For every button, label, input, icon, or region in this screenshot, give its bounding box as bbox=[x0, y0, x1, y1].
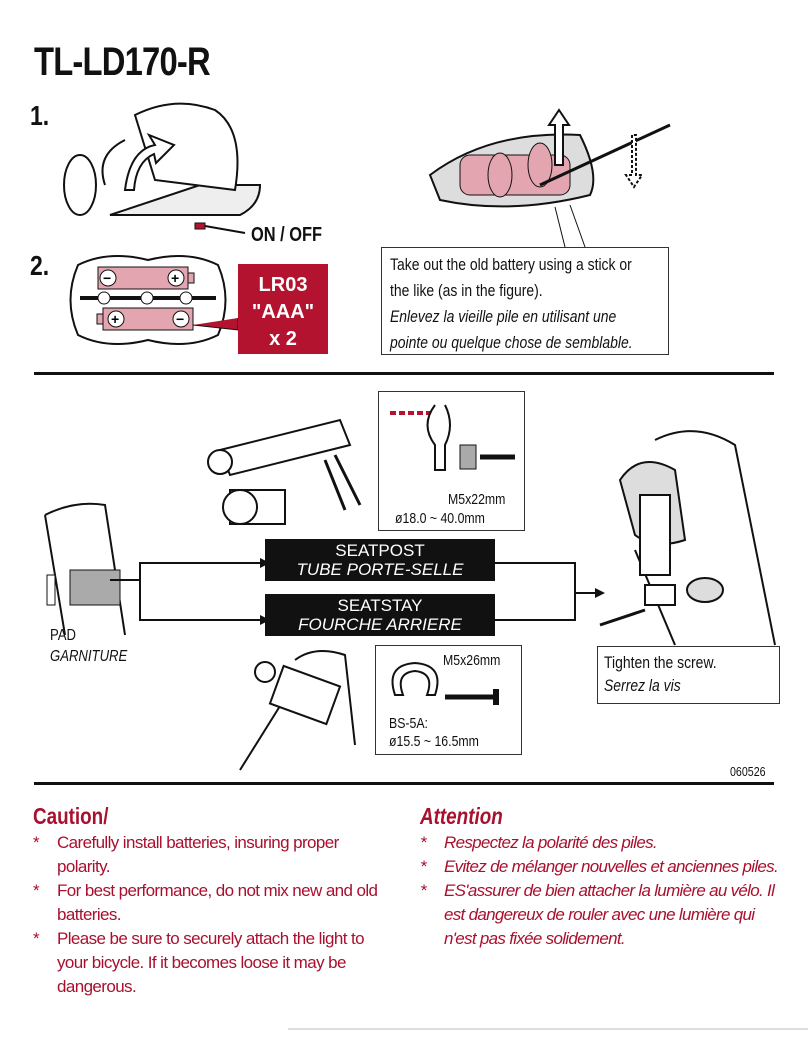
attention-item: Evitez de mélanger nouvelles et ancienne… bbox=[420, 855, 780, 879]
tighten-note-fr: Serrez la vis bbox=[604, 676, 681, 695]
removal-note-en: the like (as in the figure). bbox=[390, 281, 543, 300]
seatpost-label-fr: TUBE PORTE-SELLE bbox=[296, 560, 464, 579]
caution-item: Please be sure to securely attach the li… bbox=[33, 927, 388, 999]
removal-note-en: Take out the old battery using a stick o… bbox=[390, 255, 632, 274]
divider bbox=[34, 372, 774, 375]
caution-list: Carefully install batteries, insuring pr… bbox=[33, 831, 388, 999]
page-edge bbox=[288, 1028, 808, 1030]
bs-clamp-illustration bbox=[391, 661, 499, 705]
bs-detail-box bbox=[375, 645, 522, 755]
caution-section: Caution/ Carefully install batteries, in… bbox=[33, 803, 378, 999]
battery-removal-illustration bbox=[428, 108, 671, 248]
seatpost-option: SEATPOST TUBE PORTE-SELLE bbox=[265, 539, 495, 581]
battery-type-line: LR03 bbox=[258, 274, 308, 296]
divider bbox=[34, 782, 774, 785]
flow-arrows bbox=[110, 558, 605, 625]
pad-label-fr: GARNITURE bbox=[50, 648, 128, 665]
bs-diameter-range: ø15.5 ~ 16.5mm bbox=[389, 733, 479, 750]
document-code: 060526 bbox=[730, 764, 766, 779]
clamp-screw-size: M5x22mm bbox=[448, 491, 506, 508]
tighten-note-box: Tighten the screw. Serrez la vis bbox=[597, 646, 780, 704]
clamp-detail-box bbox=[378, 391, 525, 531]
seatpost-label-en: SEATPOST bbox=[335, 541, 425, 560]
seatstay-label-fr: FOURCHE ARRIERE bbox=[298, 615, 462, 634]
tighten-note-en: Tighten the screw. bbox=[604, 653, 717, 672]
attention-heading: Attention bbox=[420, 803, 503, 829]
svg-text:−: − bbox=[176, 311, 184, 327]
caution-item: For best performance, do not mix new and… bbox=[33, 879, 388, 927]
step-2-number: 2. bbox=[30, 250, 50, 281]
light-open-illustration bbox=[63, 102, 262, 234]
attention-item: ES'assurer de bien attacher la lumière a… bbox=[420, 879, 780, 951]
seatpost-clamp-illustration bbox=[207, 418, 362, 525]
clamp-screw-illustration bbox=[390, 404, 515, 471]
battery-type-badge: LR03 "AAA" x 2 bbox=[238, 264, 328, 354]
page-title: TL-LD170-R bbox=[34, 40, 211, 84]
caution-heading: Caution/ bbox=[33, 803, 109, 829]
removal-note-fr: Enlevez la vieille pile en utilisant une bbox=[390, 307, 617, 326]
clamp-diameter-range: ø18.0 ~ 40.0mm bbox=[395, 510, 485, 527]
on-off-label: ON / OFF bbox=[251, 224, 323, 246]
battery-type-line: x 2 bbox=[269, 328, 297, 350]
attention-section: Attention Respectez la polarité des pile… bbox=[420, 803, 780, 951]
step-1-number: 1. bbox=[30, 100, 50, 131]
caution-item: Carefully install batteries, insuring pr… bbox=[33, 831, 388, 879]
removal-note-fr: pointe ou quelque chose de semblable. bbox=[390, 333, 633, 352]
svg-text:−: − bbox=[103, 270, 111, 286]
removal-note-box: Take out the old battery using a stick o… bbox=[381, 247, 669, 355]
seatstay-option: SEATSTAY FOURCHE ARRIERE bbox=[265, 594, 495, 636]
bs-model: BS-5A: bbox=[389, 715, 428, 732]
battery-compartment-illustration: − + + − bbox=[69, 255, 239, 345]
pad-label-en: PAD bbox=[50, 627, 77, 644]
light-mount-illustration bbox=[599, 430, 776, 646]
battery-type-line: "AAA" bbox=[251, 301, 315, 323]
pad-illustration bbox=[44, 502, 126, 636]
seatstay-clamp-illustration bbox=[239, 650, 356, 771]
bs-screw-size: M5x26mm bbox=[443, 652, 501, 669]
svg-text:+: + bbox=[171, 270, 179, 286]
seatstay-label-en: SEATSTAY bbox=[337, 596, 423, 615]
attention-item: Respectez la polarité des piles. bbox=[420, 831, 780, 855]
svg-text:+: + bbox=[111, 311, 119, 327]
attention-list: Respectez la polarité des piles. Evitez … bbox=[420, 831, 780, 951]
